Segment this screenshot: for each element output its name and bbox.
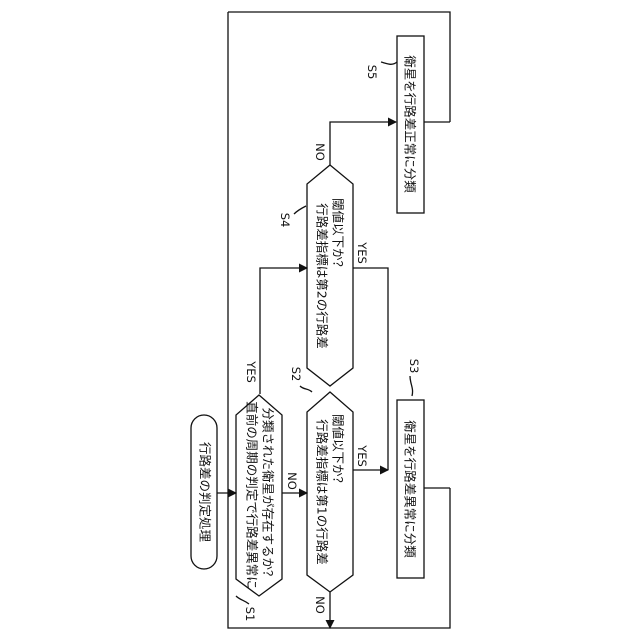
step-id-s3: S3 — [407, 359, 421, 374]
s3-text: 衛星を行路差異常に分類 — [403, 420, 418, 558]
s1-text-line1: 直前の周期の判定で行路差異常に — [245, 401, 260, 589]
s2-text-line1: 行路差指標は第1の行路差 — [315, 419, 330, 564]
leader-s2 — [300, 386, 312, 392]
s2-text-line2: 閾値以下か？ — [331, 414, 346, 489]
start-text: 行路差の判定処理 — [198, 442, 213, 543]
step-id-s5: S5 — [365, 65, 379, 80]
label-s2-yes: YES — [355, 444, 369, 467]
s1-text-line2: 分類された衛星が存在するか？ — [261, 407, 276, 582]
leader-s1 — [236, 596, 249, 604]
step-id-s4: S4 — [278, 213, 292, 228]
label-s1-yes: YES — [244, 360, 258, 383]
leader-s5 — [381, 62, 397, 64]
arrow-s4-s5-no — [330, 122, 396, 165]
arrow-s4-s3-yes — [353, 268, 388, 470]
step-id-s2: S2 — [289, 367, 303, 382]
leader-s4 — [294, 206, 306, 214]
label-s4-no: NO — [313, 143, 327, 161]
s4-text-line1: 行路差指標は第2の行路差 — [315, 203, 330, 348]
s5-text: 衛星を行路差正常に分類 — [403, 55, 418, 193]
step-id-s1: S1 — [243, 607, 257, 622]
s4-text-line2: 閾値以下か？ — [331, 198, 346, 273]
label-s4-yes: YES — [355, 241, 369, 264]
label-s2-no: NO — [313, 596, 327, 614]
label-s1-no: NO — [285, 472, 299, 490]
leader-s3 — [410, 376, 413, 396]
